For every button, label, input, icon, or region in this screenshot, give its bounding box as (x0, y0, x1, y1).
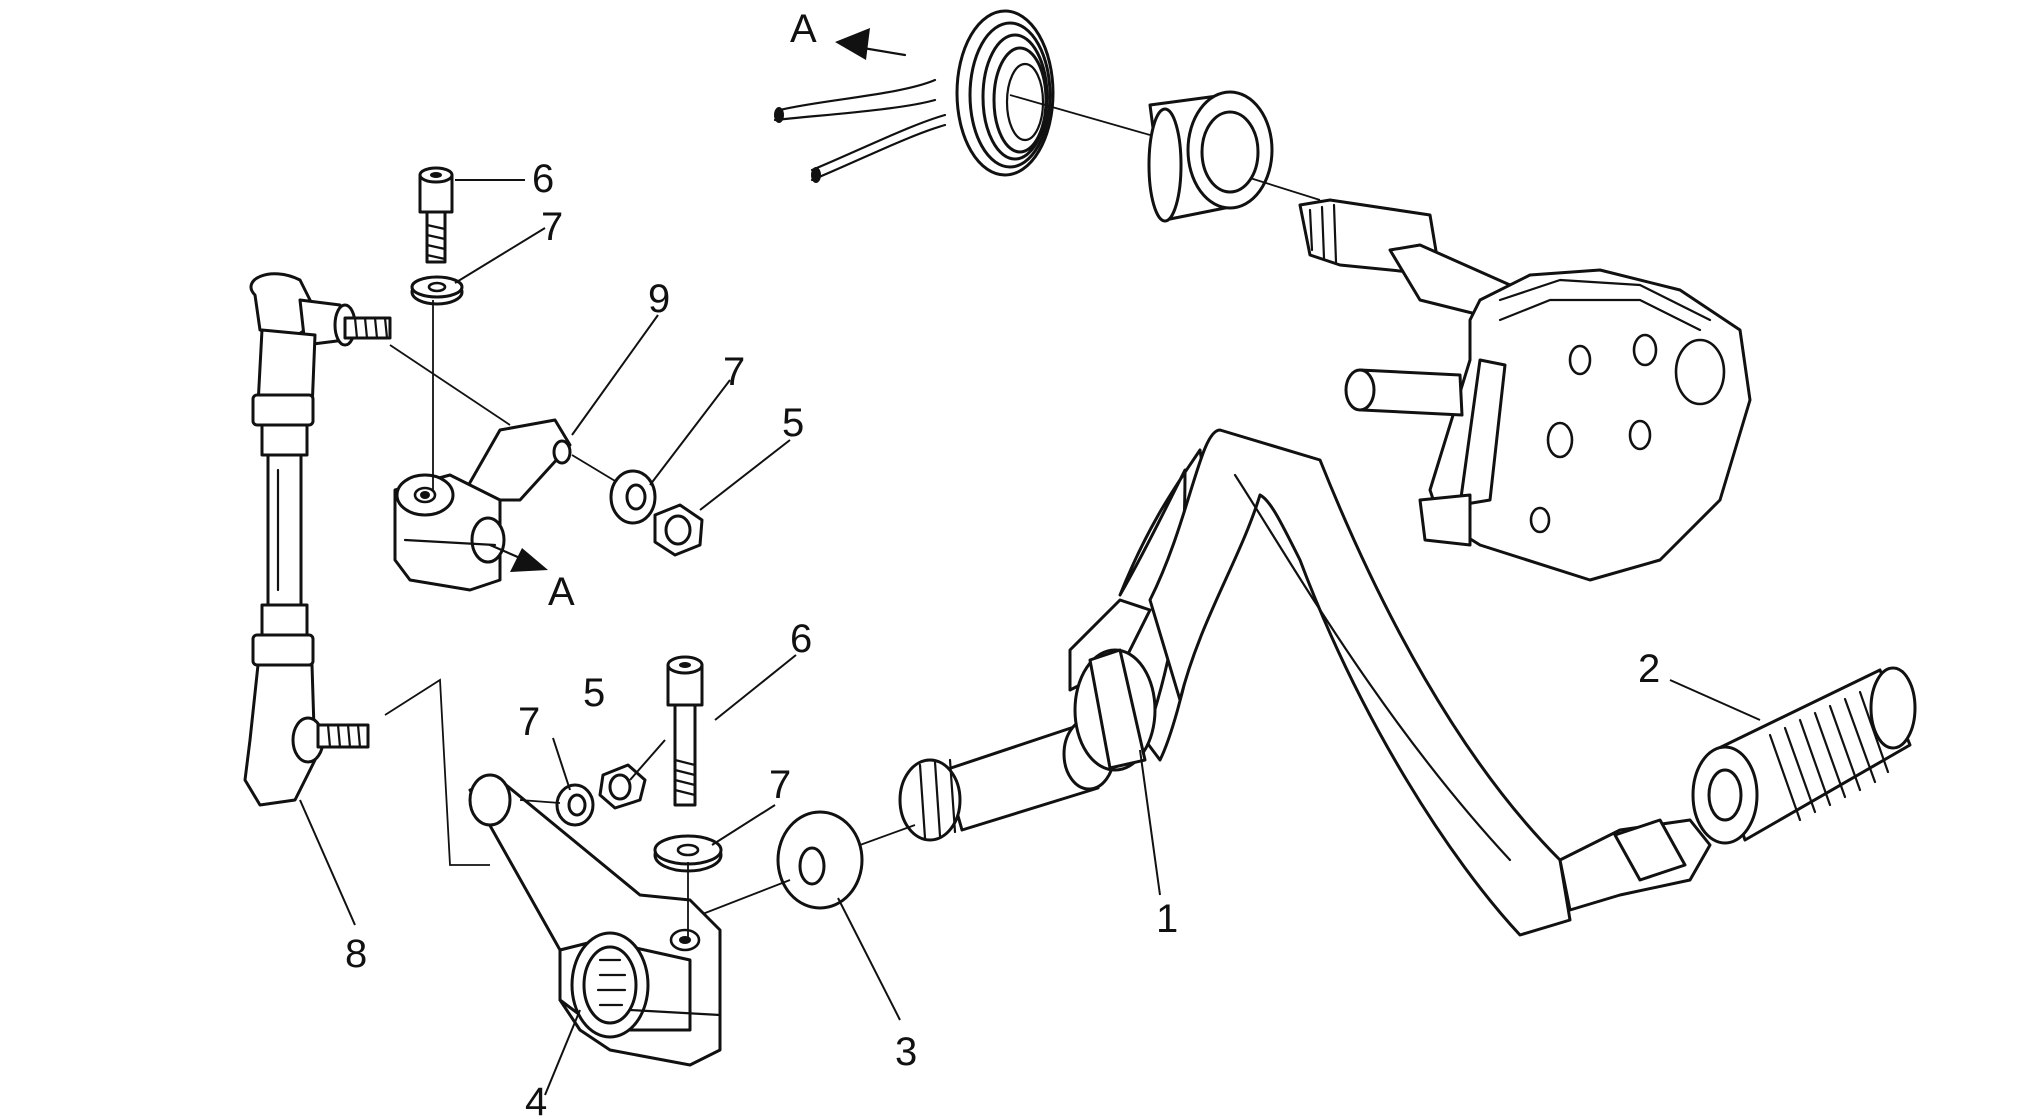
footpeg-rubber (1691, 666, 1917, 845)
callout-1: 1 (1156, 897, 1178, 941)
callout-labels: 1 2 3 4 5 5 6 6 7 7 7 7 8 9 A A (345, 7, 1660, 1120)
view-label-mid: A (548, 570, 575, 614)
upper-washer (410, 275, 464, 306)
callout-7b: 7 (723, 350, 745, 394)
callout-5a: 5 (782, 401, 804, 445)
upper-clamp-arm (393, 418, 572, 592)
callout-6b: 6 (790, 617, 812, 661)
callout-7d: 7 (518, 700, 540, 744)
bushing (1147, 90, 1274, 223)
lower-bolt (666, 655, 704, 807)
upper-side-washer (609, 469, 657, 525)
callout-8: 8 (345, 932, 367, 976)
callout-4: 4 (525, 1080, 547, 1120)
linkage-rod (243, 272, 392, 807)
view-label-top: A (790, 7, 817, 51)
lower-clamp-arm (468, 773, 722, 1067)
shaft-plate-assembly (1298, 198, 1752, 582)
lower-washer (653, 834, 723, 873)
callout-7c: 7 (769, 763, 791, 807)
leader-lines (299, 179, 1761, 1096)
callout-9: 9 (648, 277, 670, 321)
upper-nut (653, 503, 704, 557)
callout-5b: 5 (583, 671, 605, 715)
callout-6a: 6 (532, 157, 554, 201)
kick-lever (898, 428, 1712, 937)
view-arrow-top (835, 28, 907, 60)
callout-7a: 7 (541, 205, 563, 249)
lower-small-washer (555, 783, 595, 827)
thrust-washer (776, 810, 864, 910)
callout-3: 3 (895, 1030, 917, 1074)
upper-bolt (418, 166, 454, 264)
view-arrow-mid (488, 543, 548, 572)
callout-2: 2 (1638, 647, 1660, 691)
